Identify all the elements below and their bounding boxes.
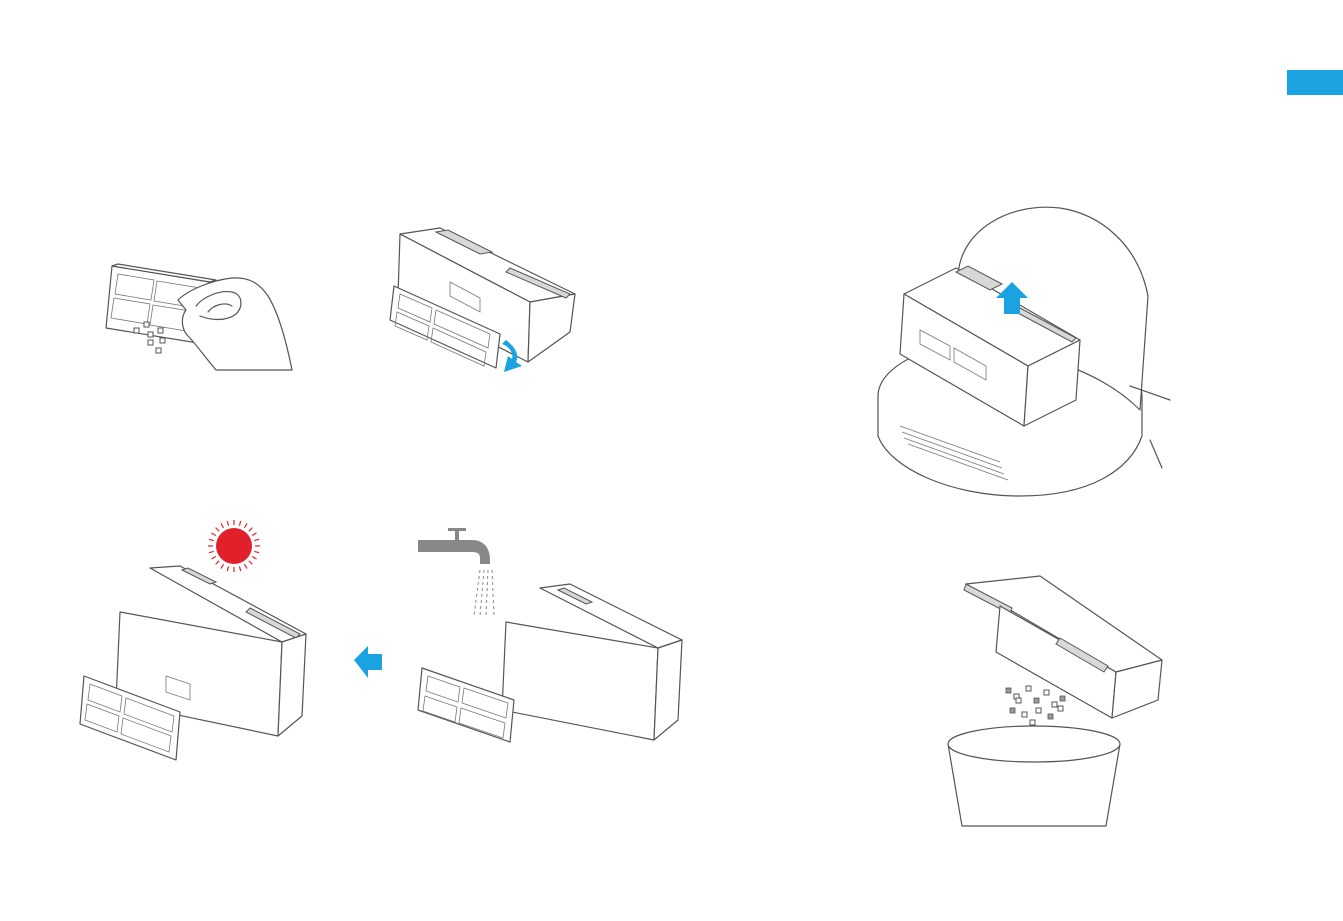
dust-particle (1022, 712, 1027, 717)
language-tab[interactable] (1287, 70, 1343, 95)
arrow-left-icon (354, 644, 384, 680)
rinse-under-tap-illustration (410, 520, 700, 770)
language-tab-shape (1287, 70, 1343, 95)
dust-particle (1006, 688, 1011, 693)
hand-tapping-filter-icon (178, 278, 292, 370)
sun-ray (239, 521, 240, 526)
sun-ray (254, 551, 259, 552)
open-dustbin (502, 584, 682, 740)
tap-filter-illustration (100, 260, 310, 380)
sun-ray (245, 564, 248, 568)
dust-particle (1058, 706, 1063, 711)
dust-particle (1026, 686, 1031, 691)
dust-particle (1010, 708, 1015, 713)
dust-particle (1052, 702, 1057, 707)
sun-ray (211, 533, 215, 536)
dust-particle (1036, 708, 1041, 713)
sun-ray (211, 557, 215, 560)
sun-ray (221, 564, 224, 568)
sun-ray (252, 557, 256, 560)
sun-ray (221, 523, 224, 527)
sun-ray (249, 528, 253, 532)
water-stream (474, 570, 494, 616)
dust-particle (1030, 720, 1035, 725)
dust-particle (1034, 698, 1039, 703)
sun-ray (209, 539, 214, 540)
dust-particle (1044, 690, 1049, 695)
dry-in-sun-illustration (70, 516, 330, 766)
sun-ray (216, 561, 220, 565)
sun-ray (216, 528, 220, 532)
filter-element (418, 668, 514, 742)
water-tap-icon (418, 528, 490, 564)
dust-particle (1016, 698, 1021, 703)
dust-particle (1048, 714, 1053, 719)
sun-ray (209, 551, 214, 552)
trash-bin-icon (948, 726, 1120, 826)
sun-icon (208, 520, 260, 572)
sun-ray (227, 521, 228, 526)
lift-dustbin-illustration (870, 200, 1180, 500)
sun-ray (252, 533, 256, 536)
sun-ray (254, 539, 259, 540)
sun-ray (245, 523, 248, 527)
dust-particle (1060, 696, 1065, 701)
remove-filter-illustration (380, 222, 580, 372)
sun-ray (227, 566, 228, 571)
sun-ray (239, 566, 240, 571)
empty-dustbin-illustration (940, 568, 1170, 828)
sun-ray (249, 561, 253, 565)
